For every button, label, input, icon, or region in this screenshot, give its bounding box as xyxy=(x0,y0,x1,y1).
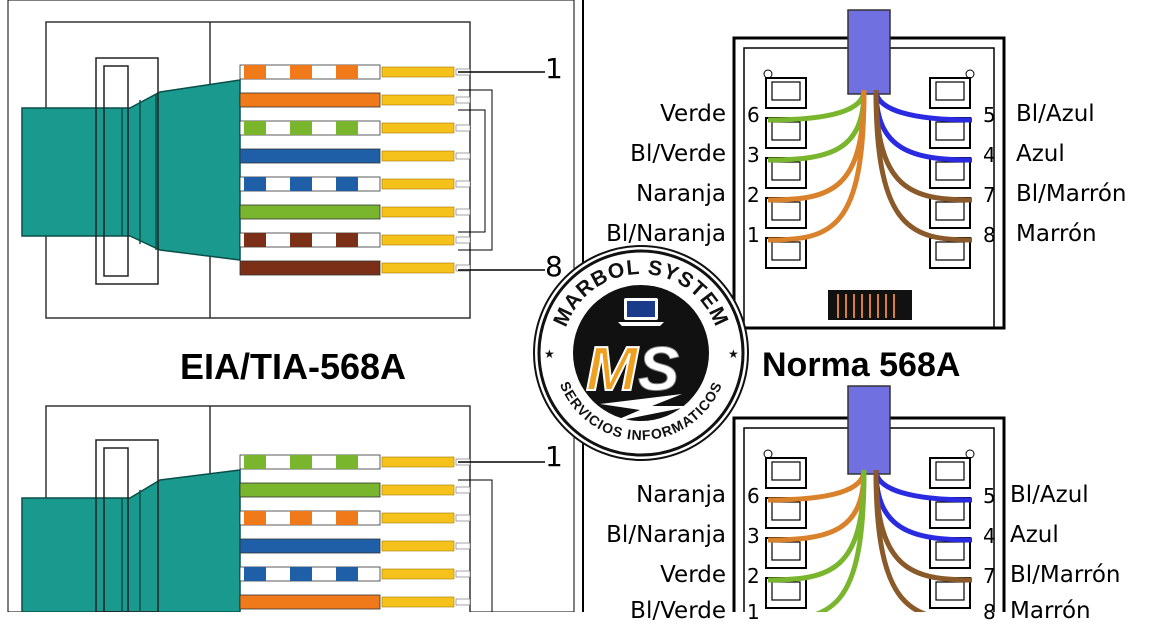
bottom-right-pin-1: 5 xyxy=(983,484,996,508)
slot-left-3 xyxy=(765,157,807,189)
lightning-bolt-icon xyxy=(600,394,692,422)
top-right-pin-1: 5 xyxy=(983,103,996,127)
top-right-label-3: Bl/Marrón xyxy=(1016,181,1127,207)
jack-wire-right-4 xyxy=(873,89,973,243)
logo-monogram-m: M xyxy=(586,335,639,404)
bottom-left-label-4: Bl/Verde xyxy=(630,598,726,624)
standard-title-left: EIA/TIA-568A xyxy=(180,346,407,387)
jack-wire-right-4 xyxy=(873,469,927,612)
laptop-icon xyxy=(618,298,664,326)
bottom-left-label-1: Naranja xyxy=(636,482,726,508)
slot-right-5 xyxy=(929,237,971,269)
slot-right-3 xyxy=(929,537,971,569)
cable-top-jack xyxy=(847,9,891,95)
top-left-label-1: Verde xyxy=(660,101,726,127)
top-right-label-1: Bl/Azul xyxy=(1016,101,1095,127)
top-left-pin-3: 2 xyxy=(747,183,760,207)
wire-bottom-6 xyxy=(239,594,471,610)
right-panel: Verde Bl/Verde Naranja Bl/Naranja 6 3 2 … xyxy=(582,0,1164,624)
wire-bottom-2 xyxy=(239,482,471,498)
wire-top-3 xyxy=(239,120,471,136)
top-left-pin-4: 1 xyxy=(747,223,760,247)
bottom-right-pin-4: 8 xyxy=(983,600,996,624)
top-right-pin-4: 8 xyxy=(983,223,996,247)
left-panel: 1 8 1 EIA/TIA-568A xyxy=(0,0,582,612)
slot-left-4 xyxy=(765,577,807,609)
bottom-right-label-1: Bl/Azul xyxy=(1010,482,1089,508)
slot-right-1 xyxy=(929,77,971,109)
pin-1-label-top: 1 xyxy=(545,52,563,85)
wire-bottom-4 xyxy=(239,538,471,554)
bottom-right-label-2: Azul xyxy=(1010,522,1059,548)
top-left-label-4: Bl/Naranja xyxy=(606,221,726,247)
bottom-left-pin-2: 3 xyxy=(747,524,760,548)
wire-top-4 xyxy=(239,148,471,164)
marbol-system-logo: MARBOL SYSTEM SERVICIOS INFORMATICOS ★ ★… xyxy=(532,244,750,462)
logo-monogram-s: S xyxy=(638,335,679,404)
bottom-left-pin-1: 6 xyxy=(747,484,760,508)
top-left-pin-1: 6 xyxy=(747,103,760,127)
slot-right-4 xyxy=(929,577,971,609)
slot-left-1 xyxy=(765,457,807,489)
bottom-right-pin-2: 4 xyxy=(983,524,996,548)
top-left-label-2: Bl/Verde xyxy=(630,141,726,167)
cable-jacket-bottom xyxy=(21,469,241,612)
bottom-right-label-4: Marrón xyxy=(1010,598,1091,624)
bottom-left-pin-4: 1 xyxy=(747,600,760,624)
wire-bottom-1 xyxy=(239,454,471,470)
cable-bottom-jack xyxy=(847,385,891,475)
bottom-left-label-3: Verde xyxy=(660,562,726,588)
bottom-right-pin-3: 7 xyxy=(983,564,996,588)
slot-right-4 xyxy=(929,197,971,229)
top-left-pin-2: 3 xyxy=(747,143,760,167)
standard-title-right: Norma 568A xyxy=(762,346,961,384)
bottom-jack xyxy=(732,385,1006,612)
slot-left-4 xyxy=(765,197,807,229)
top-jack xyxy=(732,9,1006,330)
top-left-label-3: Naranja xyxy=(636,181,726,207)
wire-top-7 xyxy=(239,232,471,248)
svg-text:★: ★ xyxy=(544,347,555,361)
bottom-left-pin-3: 2 xyxy=(747,564,760,588)
top-right-pin-2: 4 xyxy=(983,143,996,167)
pin-1-label-bottom: 1 xyxy=(545,440,563,473)
slot-right-3 xyxy=(929,157,971,189)
rj45-plug-diagrams xyxy=(7,0,575,612)
bottom-right-label-3: Bl/Marrón xyxy=(1010,562,1121,588)
wire-top-6 xyxy=(239,204,471,220)
jack-wire-left-4 xyxy=(767,89,867,243)
top-right-label-4: Marrón xyxy=(1016,221,1097,247)
jack-wire-left-4 xyxy=(814,469,867,612)
slot-left-1 xyxy=(765,77,807,109)
pin-8-label-top: 8 xyxy=(545,250,563,283)
bottom-plug xyxy=(21,405,545,612)
wire-top-8 xyxy=(239,260,471,276)
slot-right-1 xyxy=(929,457,971,489)
top-plug xyxy=(21,21,545,319)
svg-text:★: ★ xyxy=(728,347,739,361)
wire-bottom-5 xyxy=(239,566,471,582)
keystone-jack-diagrams xyxy=(732,9,1006,612)
bottom-left-label-2: Bl/Naranja xyxy=(606,522,726,548)
wire-top-2 xyxy=(239,92,471,108)
top-right-pin-3: 7 xyxy=(983,183,996,207)
top-right-label-2: Azul xyxy=(1016,141,1065,167)
wire-bottom-3 xyxy=(239,510,471,526)
wire-top-5 xyxy=(239,176,471,192)
wire-top-1 xyxy=(239,64,471,80)
